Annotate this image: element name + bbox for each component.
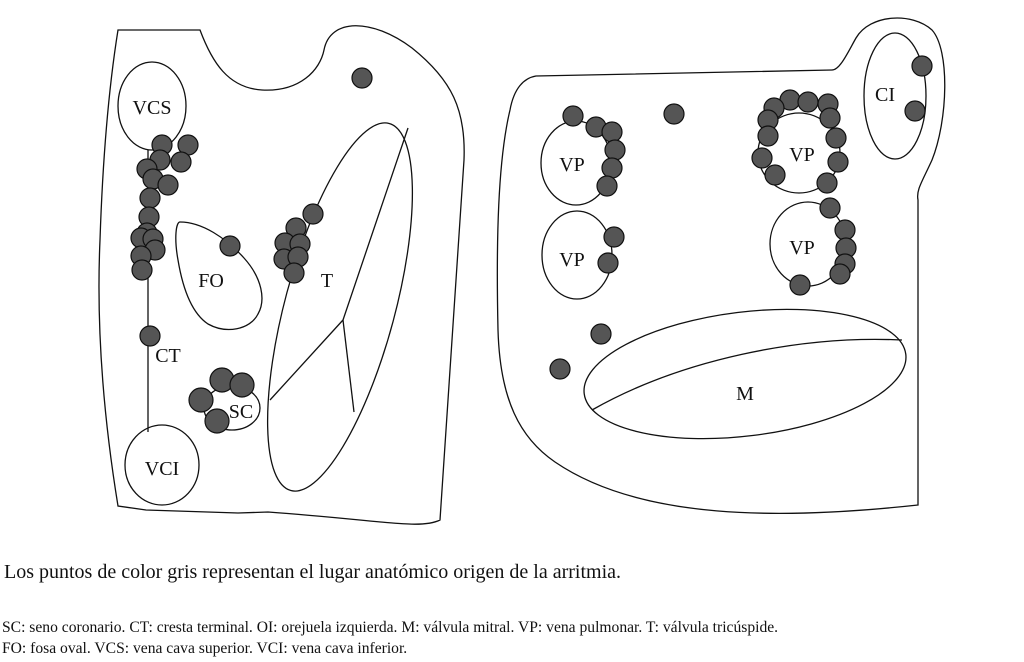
fo-label: FO	[198, 270, 224, 292]
arrhythmia-origin-dot	[590, 323, 612, 345]
pv-lower-right-label: VP	[789, 237, 815, 259]
arrhythmia-origin-dot	[789, 274, 811, 296]
arrhythmia-origin-dot	[219, 235, 241, 257]
arrhythmia-origin-dot	[157, 174, 179, 196]
arrhythmia-origin-dot	[604, 139, 626, 161]
arrhythmia-origin-dot	[302, 203, 324, 225]
mitral-valve-ellipse	[583, 308, 907, 440]
arrhythmia-origin-dot	[827, 151, 849, 173]
arrhythmia-origin-dot	[596, 175, 618, 197]
arrhythmia-origin-dot	[751, 147, 773, 169]
arrhythmia-origin-dot	[911, 55, 933, 77]
arrhythmia-origin-dot	[549, 358, 571, 380]
tricuspid-valve-ellipse	[266, 122, 414, 492]
arrhythmia-origin-dot	[663, 103, 685, 125]
ct-label: CT	[155, 345, 181, 367]
caption: Los puntos de color gris representan el …	[4, 561, 622, 583]
arrhythmia-origin-dot	[834, 219, 856, 241]
arrhythmia-origin-dot	[597, 252, 619, 274]
ci-label: CI	[875, 84, 895, 106]
arrhythmia-origin-dot	[816, 172, 838, 194]
arrhythmia-origin-dot	[764, 164, 786, 186]
vcs-label: VCS	[133, 97, 172, 119]
tricuspid-leaflet-line-3	[342, 319, 355, 413]
arrhythmia-origin-dots	[130, 55, 933, 434]
arrhythmia-origin-dot	[797, 91, 819, 113]
arrhythmia-origin-dot	[139, 325, 161, 347]
tricuspid-leaflet-line-2	[269, 319, 344, 401]
vci-ellipse	[124, 424, 200, 506]
arrhythmia-origin-dot	[229, 372, 255, 398]
arrhythmia-origin-dot	[829, 263, 851, 285]
arrhythmia-origin-dot	[603, 226, 625, 248]
ci-ellipse	[863, 32, 927, 160]
arrhythmia-origin-dot	[204, 408, 230, 434]
arrhythmia-origin-dot	[601, 121, 623, 143]
atria-diagram: VCS VCI FO T CT SC VP VP VP VP CI M	[98, 17, 946, 525]
m-label: M	[736, 383, 754, 405]
pv-upper-right-label: VP	[789, 144, 815, 166]
sc-label: SC	[229, 401, 253, 423]
arrhythmia-origin-dot	[757, 125, 779, 147]
arrhythmia-origin-dot	[904, 100, 926, 122]
legend-line-1: SC: seno coronario. CT: cresta terminal.…	[2, 619, 779, 636]
right-atrium-outline	[98, 25, 465, 525]
mitral-leaflet-line	[591, 338, 903, 411]
t-label: T	[321, 270, 333, 292]
vci-label: VCI	[145, 458, 179, 480]
arrhythmia-origin-dot	[351, 67, 373, 89]
arrhythmia-origin-dot	[819, 107, 841, 129]
arrhythmia-origin-dot	[139, 187, 161, 209]
arrhythmia-origin-dot	[601, 157, 623, 179]
vcs-ellipse	[117, 61, 187, 151]
pv-lower-left-label: VP	[559, 249, 585, 271]
left-atrium-outline	[496, 17, 946, 515]
tricuspid-leaflet-line-1	[342, 127, 409, 321]
arrhythmia-origin-dot	[819, 197, 841, 219]
arrhythmia-origin-dot	[283, 262, 305, 284]
legend-line-2: FO: fosa oval. VCS: vena cava superior. …	[2, 640, 408, 657]
arrhythmia-origin-dot	[131, 259, 153, 281]
arrhythmia-origin-dot	[562, 105, 584, 127]
pv-upper-left-label: VP	[559, 154, 585, 176]
arrhythmia-origin-dot	[170, 151, 192, 173]
arrhythmia-origin-dot	[188, 387, 214, 413]
arrhythmia-origin-dot	[825, 127, 847, 149]
